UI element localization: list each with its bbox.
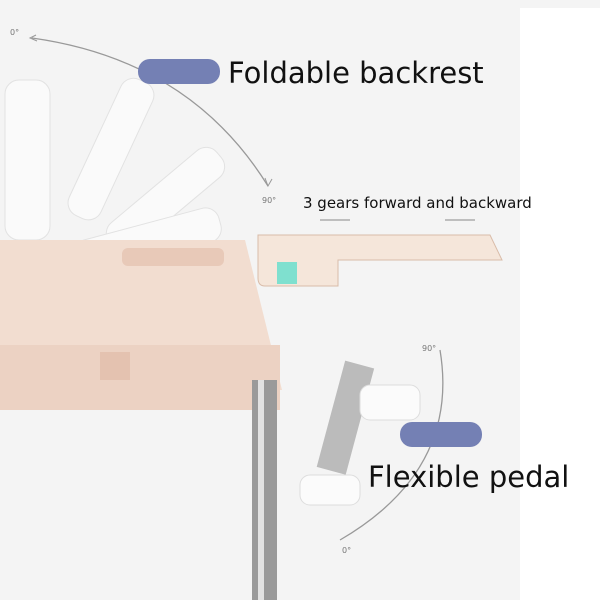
angle-0-pedal: 0° [342,546,352,555]
backrest-label: Foldable backrest [228,56,484,90]
tray [257,234,503,287]
leg-pole [252,380,277,600]
angle-0-top: 0° [10,28,20,37]
right-white-panel [520,8,600,600]
backrest-arc [31,37,269,187]
backrest-positions [4,77,226,275]
gears-label: 3 gears forward and backward [303,194,532,212]
angle-90-top: 90° [262,196,277,205]
backrest-pill [138,59,220,84]
pedal-pill [400,422,482,447]
angle-90-pedal: 90° [422,344,437,353]
pedal-arc [339,349,444,541]
pedal-label: Flexible pedal [368,460,570,494]
